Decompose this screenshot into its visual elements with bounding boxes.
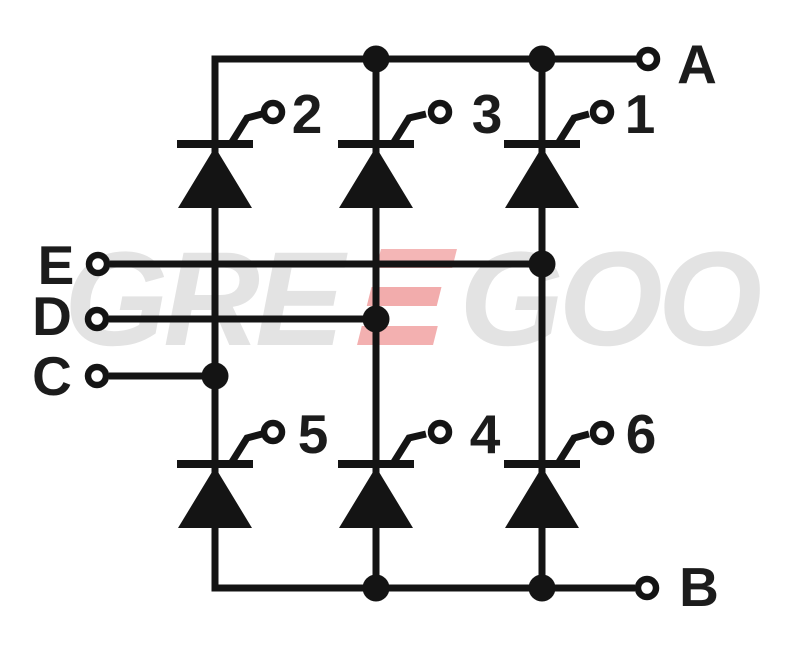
thyristor-6: 6	[504, 403, 656, 528]
anode-triangle	[339, 467, 413, 528]
terminal-c-label: C	[32, 345, 72, 407]
gate-lead	[556, 430, 590, 464]
watermark-prefix: GRE	[64, 225, 344, 374]
thyristor-4: 4	[338, 403, 501, 528]
gate-number-label: 5	[298, 403, 329, 465]
anode-triangle	[178, 147, 252, 208]
junction-dot-phase-d	[362, 305, 390, 333]
gate-lead	[556, 110, 590, 144]
gate-lead	[391, 430, 427, 464]
terminal-b-circle	[634, 575, 660, 601]
gate-terminal-circle	[589, 99, 615, 125]
junction-dot-bottom-mid	[362, 574, 390, 602]
gate-lead	[229, 430, 263, 464]
gate-number-label: 4	[470, 403, 501, 465]
junction-dot-bottom-right	[528, 574, 556, 602]
terminal-a-circle	[635, 46, 661, 72]
gate-terminal-circle	[427, 419, 453, 445]
gate-terminal-circle	[260, 419, 286, 445]
gate-number-label: 1	[625, 83, 656, 145]
gate-number-label: 3	[472, 83, 503, 145]
gate-number-label: 6	[626, 403, 657, 465]
junction-dot-phase-c	[201, 362, 229, 390]
gate-terminal-circle	[260, 99, 286, 125]
gate-lead	[391, 110, 427, 144]
gate-terminal-circle	[427, 99, 453, 125]
junction-dot-top-mid	[362, 45, 390, 73]
terminal-c-circle	[84, 363, 110, 389]
thyristor-1: 1	[504, 83, 655, 208]
anode-triangle	[178, 467, 252, 528]
gate-lead	[229, 110, 263, 144]
bus-frame-wire	[211, 55, 636, 592]
junction-dot-phase-e	[528, 250, 556, 278]
junction-dot-top-right	[528, 45, 556, 73]
gate-number-label: 2	[292, 83, 323, 145]
thyristor-2: 2	[177, 83, 322, 208]
terminal-a-label: A	[677, 33, 717, 95]
terminal-d-circle	[84, 306, 110, 332]
terminal-d-label: D	[32, 285, 72, 347]
anode-triangle	[505, 147, 579, 208]
anode-triangle	[339, 147, 413, 208]
gate-terminal-circle	[589, 420, 615, 446]
anode-triangle	[505, 467, 579, 528]
watermark-suffix: GOO	[459, 225, 762, 374]
terminal-b-label: B	[679, 556, 719, 618]
terminal-e-label: E	[38, 234, 75, 296]
thyristor-5: 5	[177, 403, 328, 528]
terminal-e-circle	[85, 251, 111, 277]
thyristor-3: 3	[338, 83, 502, 208]
